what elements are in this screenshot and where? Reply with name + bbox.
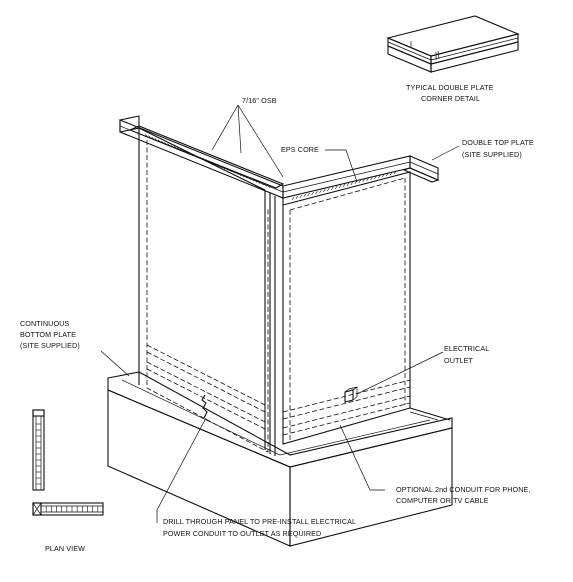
top-plate-label-2: (SITE SUPPLIED)	[462, 150, 522, 159]
left-panel	[138, 127, 276, 456]
corner-detail-label-1: TYPICAL DOUBLE PLATE	[406, 83, 494, 92]
corner-detail-drawing	[386, 15, 520, 73]
conduit2-label-1: OPTIONAL 2nd CONDUIT FOR PHONE,	[396, 485, 531, 494]
bottom-plate-label-1: CONTINUOUS	[20, 319, 69, 328]
eps-core-label: EPS CORE	[281, 145, 319, 154]
drill-label-2: POWER CONDUIT TO OUTLET AS REQUIRED	[163, 529, 321, 538]
osb-label: 7/16" OSB	[242, 96, 277, 105]
bottom-plate-label-3: (SITE SUPPLIED)	[20, 341, 80, 350]
corner-detail-label-2: CORNER DETAIL	[421, 94, 480, 103]
bottom-plate-label-2: BOTTOM PLATE	[20, 330, 76, 339]
drill-break-line	[201, 394, 208, 419]
eps-core-hatch-left	[144, 134, 271, 188]
drill-label-1: DRILL THROUGH PANEL TO PRE-INSTALL ELECT…	[163, 517, 356, 526]
plan-view-drawing	[32, 409, 104, 516]
top-plate-label-1: DOUBLE TOP PLATE	[462, 138, 534, 147]
eps-core-hatch-right	[291, 170, 397, 201]
leader-lines	[100, 104, 460, 523]
conduit2-label-2: COMPUTER OR TV CABLE	[396, 496, 489, 505]
plan-view-label: PLAN VIEW	[45, 544, 85, 553]
foundation	[107, 371, 453, 547]
outlet-label-2: OUTLET	[444, 356, 473, 365]
outlet-label-1: ELECTRICAL	[444, 344, 489, 353]
right-panel	[282, 171, 411, 445]
top-plate	[119, 115, 440, 205]
